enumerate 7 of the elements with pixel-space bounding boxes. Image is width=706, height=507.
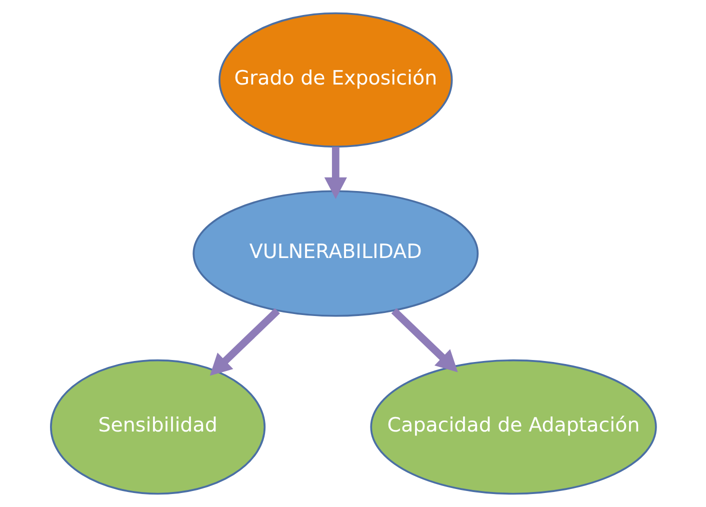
arrow (209, 308, 280, 376)
arrow (390, 308, 458, 372)
node-ellipse: Sensibilidad (50, 359, 266, 495)
node-ellipse: Grado de Exposición (218, 12, 452, 148)
arrow (324, 146, 346, 199)
node-ellipse: VULNERABILIDAD (192, 190, 478, 317)
node-ellipse: Capacidad de Adaptación (370, 359, 656, 495)
